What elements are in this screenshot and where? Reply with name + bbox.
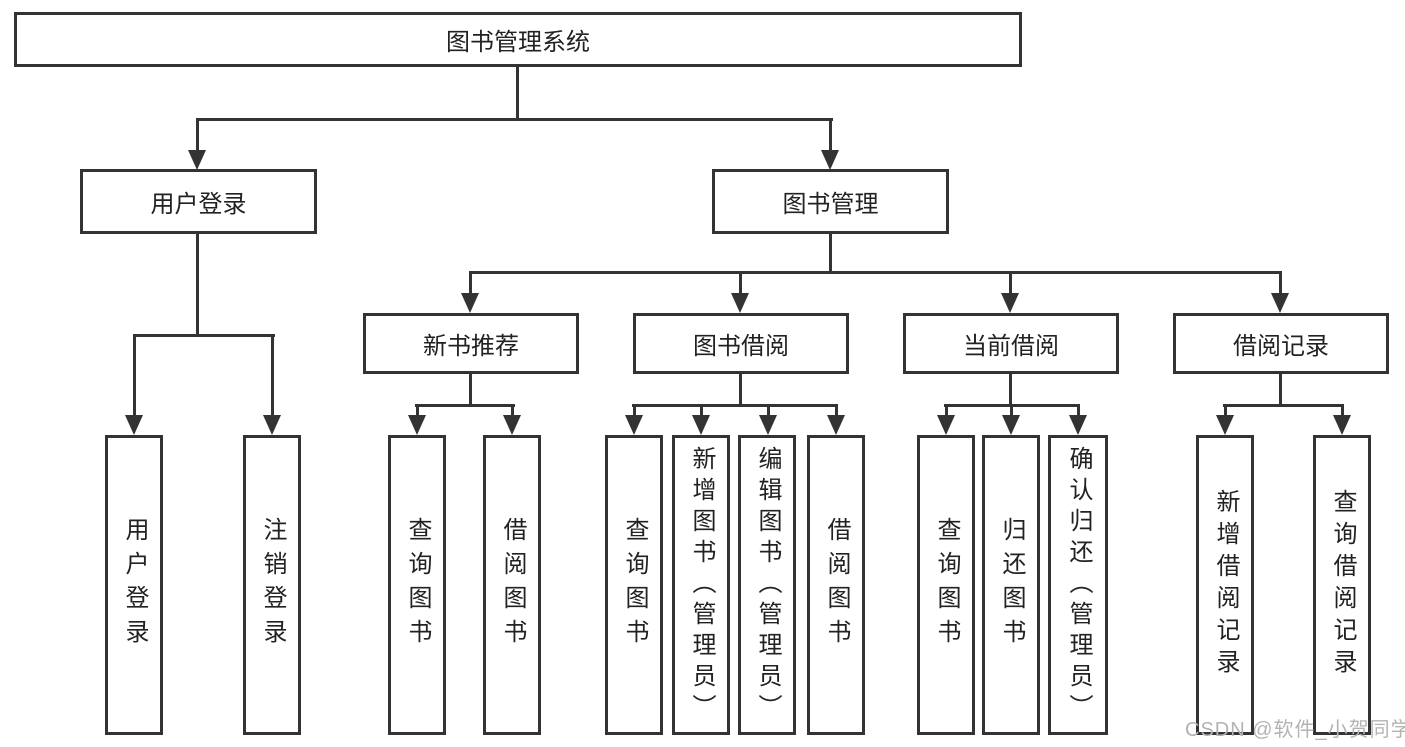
leaf-add-book-admin-label: 新增图书（管理员） (688, 445, 715, 725)
connector-line (196, 118, 199, 152)
arrowhead-down-icon (827, 415, 845, 435)
leaf-query-books-recommend-label: 查询图书 (404, 517, 431, 653)
connector-line (829, 118, 832, 152)
connector-line (1009, 374, 1012, 407)
leaf-query-borrow-record-label: 查询借阅记录 (1329, 489, 1356, 681)
node-root: 图书管理系统 (14, 12, 1022, 67)
node-new-book-recommend-label: 新书推荐 (423, 333, 519, 360)
leaf-query-books-borrow: 查询图书 (605, 435, 663, 735)
leaf-add-borrow-record: 新增借阅记录 (1196, 435, 1254, 735)
arrowhead-down-icon (1333, 415, 1351, 435)
connector-line (416, 404, 419, 417)
arrowhead-down-icon (692, 415, 710, 435)
leaf-borrow-books-label: 借阅图书 (823, 517, 850, 653)
connector-line (1010, 404, 1013, 417)
leaf-borrow-books-recommend: 借阅图书 (483, 435, 541, 735)
connector-line (739, 271, 742, 294)
connector-line (1009, 271, 1012, 294)
arrowhead-down-icon (263, 415, 281, 435)
node-book-management-label: 图书管理 (782, 191, 879, 218)
connector-line (1224, 404, 1227, 417)
arrowhead-down-icon (1001, 293, 1019, 313)
connector-line (196, 118, 833, 121)
leaf-query-books-current-label: 查询图书 (933, 517, 960, 653)
leaf-confirm-return-admin-label: 确认归还（管理员） (1065, 445, 1092, 725)
arrowhead-down-icon (759, 415, 777, 435)
node-new-book-recommend: 新书推荐 (363, 313, 579, 374)
connector-line (767, 404, 770, 417)
arrowhead-down-icon (625, 415, 643, 435)
leaf-query-books-current: 查询图书 (917, 435, 975, 735)
arrowhead-down-icon (821, 150, 839, 170)
leaf-borrow-books-recommend-label: 借阅图书 (499, 517, 526, 653)
arrowhead-down-icon (1002, 415, 1020, 435)
leaf-logout-login-label: 注销登录 (259, 517, 286, 653)
arrowhead-down-icon (1271, 293, 1289, 313)
connector-line (516, 67, 519, 121)
connector-line (1279, 374, 1282, 407)
arrowhead-down-icon (188, 150, 206, 170)
connector-line (1341, 404, 1344, 417)
connector-line (469, 271, 1282, 274)
connector-line (633, 404, 636, 417)
connector-line (133, 334, 136, 417)
connector-line (133, 334, 275, 337)
connector-line (739, 374, 742, 407)
leaf-query-borrow-record: 查询借阅记录 (1313, 435, 1371, 735)
arrowhead-down-icon (731, 293, 749, 313)
leaf-add-borrow-record-label: 新增借阅记录 (1212, 489, 1239, 681)
node-current-borrow-label: 当前借阅 (963, 333, 1059, 360)
connector-line (700, 404, 703, 417)
node-current-borrow: 当前借阅 (903, 313, 1119, 374)
leaf-return-book: 归还图书 (982, 435, 1040, 735)
leaf-query-books-recommend: 查询图书 (388, 435, 446, 735)
connector-line (415, 404, 515, 407)
connector-line (835, 404, 838, 417)
arrowhead-down-icon (937, 415, 955, 435)
leaf-add-book-admin: 新增图书（管理员） (672, 435, 730, 735)
node-book-borrow-label: 图书借阅 (693, 333, 789, 360)
leaf-logout-login: 注销登录 (243, 435, 301, 735)
leaf-user-login-label: 用户登录 (121, 517, 148, 653)
connector-line (469, 374, 472, 407)
arrowhead-down-icon (1216, 415, 1234, 435)
node-root-label: 图书管理系统 (446, 29, 590, 56)
node-book-management: 图书管理 (712, 169, 949, 234)
node-user-login-label: 用户登录 (150, 191, 247, 218)
connector-line (196, 233, 199, 337)
leaf-query-books-borrow-label: 查询图书 (621, 517, 648, 653)
connector-line (1279, 271, 1282, 294)
node-user-login: 用户登录 (80, 169, 317, 234)
connector-line (469, 271, 472, 294)
leaf-user-login: 用户登录 (105, 435, 163, 735)
connector-line (1077, 404, 1080, 417)
connector-line (829, 233, 832, 274)
connector-line (1223, 404, 1344, 407)
arrowhead-down-icon (125, 415, 143, 435)
leaf-edit-book-admin: 编辑图书（管理员） (738, 435, 796, 735)
leaf-edit-book-admin-label: 编辑图书（管理员） (754, 445, 781, 725)
arrowhead-down-icon (503, 415, 521, 435)
watermark: CSDN @软件_小贺同学 (1185, 719, 1405, 741)
node-book-borrow: 图书借阅 (633, 313, 849, 374)
arrowhead-down-icon (1069, 415, 1087, 435)
arrowhead-down-icon (461, 293, 479, 313)
node-borrow-record-label: 借阅记录 (1233, 333, 1329, 360)
connector-line (945, 404, 948, 417)
leaf-borrow-books: 借阅图书 (807, 435, 865, 735)
node-borrow-record: 借阅记录 (1173, 313, 1389, 374)
leaf-confirm-return-admin: 确认归还（管理员） (1048, 435, 1108, 735)
connector-line (511, 404, 514, 417)
leaf-return-book-label: 归还图书 (998, 517, 1025, 653)
connector-line (632, 404, 838, 407)
arrowhead-down-icon (408, 415, 426, 435)
connector-line (271, 334, 274, 417)
